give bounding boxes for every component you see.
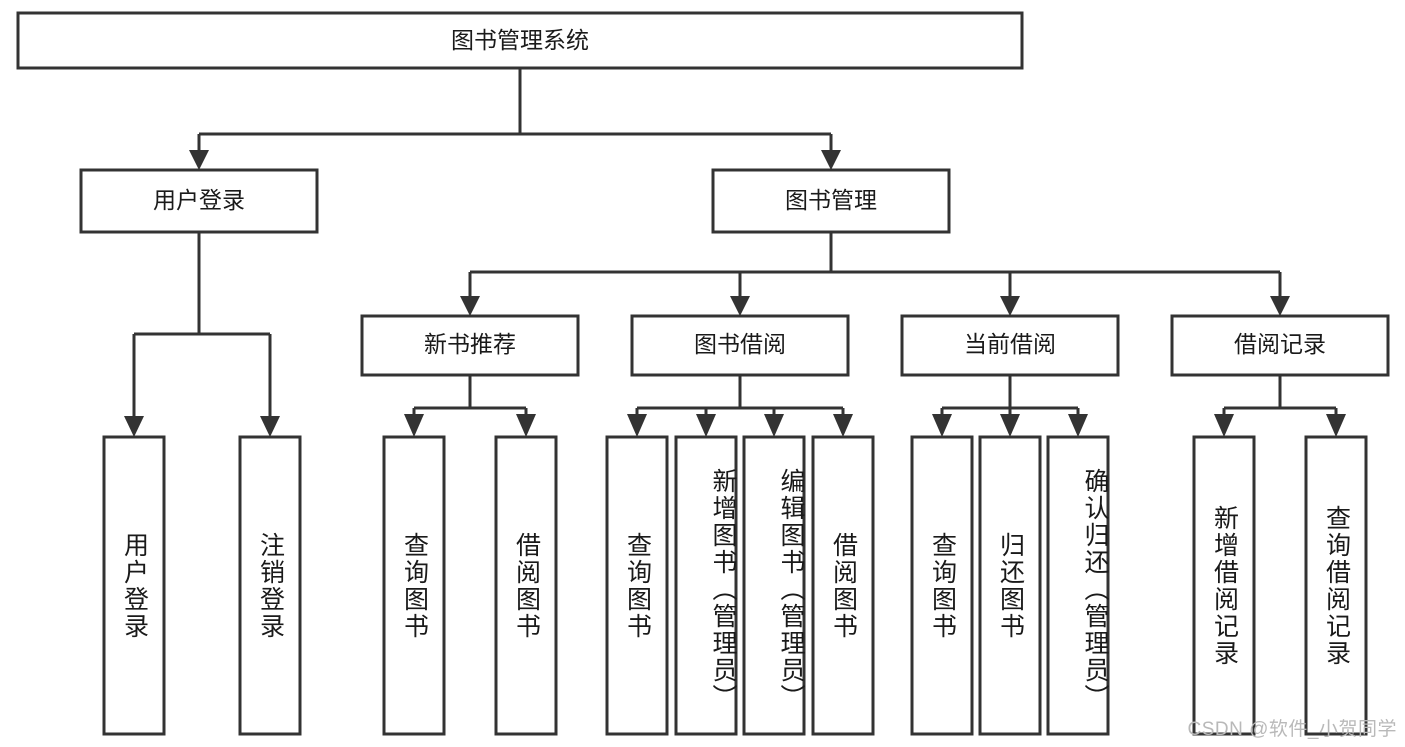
nodes-layer: 图书管理系统 用户登录 图书管理 新书推荐 图书借阅 当前借阅 借阅记录: [16, 11, 1390, 736]
node-book-borrow-label: 图书借阅: [694, 331, 786, 357]
csdn-watermark: CSDN @软件_小贺同学: [1187, 719, 1397, 740]
node-leaf-borrow-book-2-box[interactable]: [811, 435, 875, 736]
node-leaf-add-book-box[interactable]: [674, 435, 738, 736]
arrow-leaf-return-book: [1000, 414, 1020, 437]
arrow-leaf-borrow-book-1: [516, 414, 536, 437]
node-book-borrow-box[interactable]: [630, 314, 850, 377]
node-user-login-box[interactable]: [79, 168, 319, 234]
arrow-leaf-query-book-3: [932, 414, 952, 437]
arrow-leaf-user-login: [124, 416, 144, 437]
arrow-to-new-book-recommend: [460, 296, 480, 316]
node-book-manage-box[interactable]: [711, 168, 951, 234]
node-current-borrow-label: 当前借阅: [964, 331, 1056, 357]
node-new-book-recommend-label: 新书推荐: [424, 331, 516, 357]
arrow-leaf-add-book: [696, 414, 716, 437]
arrow-leaf-user-logout: [260, 416, 280, 437]
arrow-to-borrow-record: [1270, 296, 1290, 316]
arrow-to-book-manage: [821, 150, 841, 170]
arrow-to-user-login: [189, 150, 209, 170]
node-leaf-borrow-book-1-box[interactable]: [494, 435, 558, 736]
node-root-box[interactable]: [16, 11, 1024, 70]
arrow-leaf-query-book-1: [404, 414, 424, 437]
node-leaf-confirm-return-box[interactable]: [1046, 435, 1110, 736]
arrow-leaf-edit-book: [764, 414, 784, 437]
node-leaf-edit-book-box[interactable]: [742, 435, 806, 736]
node-leaf-user-login-box[interactable]: [102, 435, 166, 736]
node-borrow-record-box[interactable]: [1170, 314, 1390, 377]
node-book-manage-label: 图书管理: [785, 187, 877, 213]
arrow-leaf-confirm-return: [1068, 414, 1088, 437]
arrow-leaf-query-book-2: [627, 414, 647, 437]
arrow-leaf-query-record: [1326, 414, 1346, 437]
node-leaf-query-record-box[interactable]: [1304, 435, 1368, 736]
node-leaf-user-logout-box[interactable]: [238, 435, 302, 736]
node-user-login-label: 用户登录: [153, 187, 245, 213]
node-leaf-return-book-box[interactable]: [978, 435, 1042, 736]
arrow-to-current-borrow: [1000, 296, 1020, 316]
node-new-book-recommend-box[interactable]: [360, 314, 580, 377]
arrow-leaf-add-record: [1214, 414, 1234, 437]
edges-layer: [124, 68, 1346, 437]
node-borrow-record-label: 借阅记录: [1234, 331, 1326, 357]
node-leaf-query-book-3-box[interactable]: [910, 435, 974, 736]
node-leaf-query-book-2-box[interactable]: [605, 435, 669, 736]
arrow-leaf-borrow-book-2: [833, 414, 853, 437]
node-leaf-add-record-box[interactable]: [1192, 435, 1256, 736]
node-root-label: 图书管理系统: [451, 27, 589, 53]
arrow-to-book-borrow: [730, 296, 750, 316]
node-leaf-query-book-1-box[interactable]: [382, 435, 446, 736]
node-current-borrow-box[interactable]: [900, 314, 1120, 377]
